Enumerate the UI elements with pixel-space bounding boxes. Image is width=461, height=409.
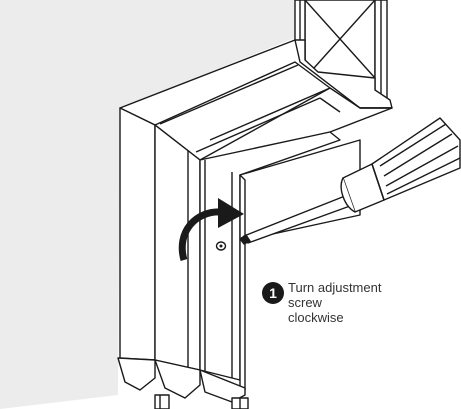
step-instruction: Turn adjustment screw clockwise xyxy=(288,280,448,325)
step-instruction-line-2: screw xyxy=(288,295,322,310)
step-instruction-line-1: Turn adjustment xyxy=(288,280,382,295)
frame-jamb-panel xyxy=(199,131,361,391)
frame-top-surface xyxy=(119,39,393,163)
step-instruction-line-3: clockwise xyxy=(288,310,344,325)
clockwise-arrow-icon xyxy=(178,198,244,261)
frame-left-panel xyxy=(119,107,201,371)
step-callout: 1 Turn adjustment screw clockwise xyxy=(262,280,452,340)
adjustment-screw-icon xyxy=(215,241,227,251)
frame-bottom-brackets xyxy=(117,357,249,409)
screwdriver-icon xyxy=(239,117,461,245)
wall-background xyxy=(0,0,295,409)
step-number-badge: 1 xyxy=(262,282,284,304)
